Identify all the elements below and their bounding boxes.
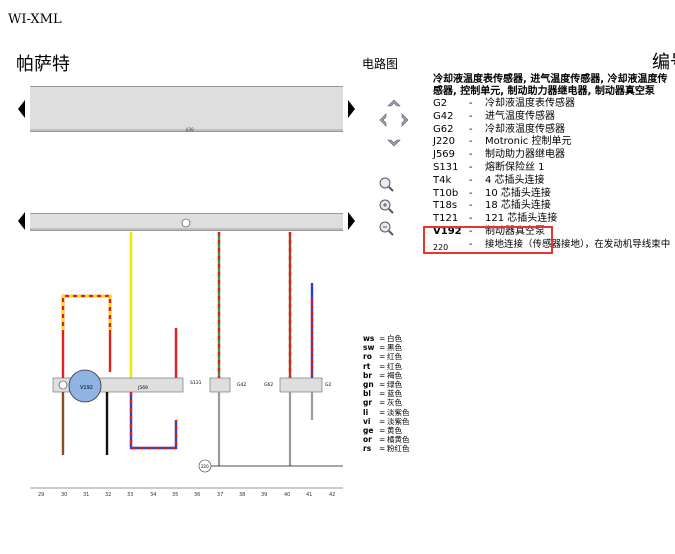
wire-red-yellow-loop — [61, 294, 112, 330]
prev-section-arrow-icon[interactable] — [18, 212, 25, 230]
legend-heading: 冷却液温度表传感器, 进气温度传感器, 冷却液温度传感器, 控制单元, 制动助力… — [433, 74, 668, 97]
circuit-diagram-label: 电路图 — [362, 57, 399, 71]
legend-item: G62-冷却液温度传感器 — [433, 123, 565, 135]
splice-point-icon — [181, 218, 191, 228]
legend-item: T18s-18 芯插头连接 — [433, 200, 551, 212]
legend-item: T121-121 芯插头连接 — [433, 213, 558, 225]
app-title: WI-XML — [8, 12, 62, 27]
column-number: 36 — [194, 492, 200, 498]
zoom-fit-icon[interactable] — [378, 198, 394, 214]
column-number: 41 — [306, 492, 312, 498]
column-number: 32 — [105, 492, 111, 498]
column-number: 33 — [127, 492, 133, 498]
wire-color-item: or=橘黄色 — [363, 435, 410, 445]
navigation-pad[interactable] — [374, 96, 414, 156]
column-numbers: 29 30 31 32 33 34 35 36 37 38 39 40 41 42 — [38, 492, 335, 498]
column-number: 37 — [217, 492, 223, 498]
column-number: 39 — [261, 492, 267, 498]
j569-label: J569 — [137, 385, 148, 391]
wire-color-item: rs=粉红色 — [363, 444, 410, 454]
next-section-arrow-icon[interactable] — [348, 212, 355, 230]
next-page-arrow-icon[interactable] — [348, 100, 355, 118]
v192-label: V192 — [80, 385, 93, 391]
legend-item: S131-熔断保险丝 1 — [433, 161, 545, 173]
legend-item-v192: V192-制动器真空泵 — [433, 225, 545, 237]
wire-color-item: vi=淡紫色 — [363, 416, 410, 426]
g42-label: G42 — [237, 382, 246, 388]
band-label: J/30 — [185, 127, 194, 132]
wire-color-item: br=褐色 — [363, 370, 402, 380]
edit-number-label: 编号 — [652, 52, 675, 73]
wire-color-item: rt=红色 — [363, 361, 402, 371]
wire-color-item: ws=白色 — [363, 334, 402, 343]
column-number: 29 — [38, 492, 44, 498]
g62-label: G62 — [264, 382, 273, 388]
pan-left-icon[interactable] — [379, 113, 387, 127]
legend-item: G2-冷却液温度表传感器 — [433, 98, 575, 109]
legend-item: G42-进气温度传感器 — [433, 110, 555, 122]
s131-label: S131 — [190, 380, 202, 386]
legend-item: T10b-10 芯插头连接 — [433, 187, 551, 199]
zoom-out-icon[interactable] — [378, 220, 394, 236]
column-number: 40 — [284, 492, 290, 498]
vehicle-model-title: 帕萨特 — [16, 54, 70, 75]
v192-motor-icon — [68, 369, 102, 403]
pan-up-icon[interactable] — [387, 99, 401, 107]
zoom-in-icon[interactable] — [378, 176, 394, 192]
pan-down-icon[interactable] — [387, 139, 401, 147]
selection-highlight-box — [423, 226, 553, 254]
wire-color-item: sw=黑色 — [363, 343, 402, 353]
wire-color-item: ro=红色 — [363, 352, 402, 362]
column-number: 30 — [61, 492, 67, 498]
pan-right-icon[interactable] — [401, 113, 409, 127]
legend-item: J569-制动助力器继电器 — [433, 149, 565, 161]
wire-color-item: bl=蓝色 — [363, 389, 402, 399]
legend-item: T4k-4 芯插头连接 — [433, 174, 545, 186]
legend-list: G2-冷却液温度表传感器 G42-进气温度传感器 G62-冷却液温度传感器 J2… — [433, 98, 670, 255]
wire-color-item: ge=黄色 — [363, 426, 402, 436]
legend-item: 220-接地连接（传感器接地），在发动机导线束中 — [433, 238, 671, 252]
legend-item: J220-Motronic 控制单元 — [433, 136, 572, 148]
ground-point-icon — [198, 459, 212, 473]
wire-color-item: li=淡紫色 — [363, 407, 410, 417]
column-number: 35 — [172, 492, 178, 498]
column-number: 38 — [239, 492, 245, 498]
wire-color-item: gr=灰色 — [363, 398, 402, 408]
g2-label: G2 — [325, 382, 331, 388]
column-number: 42 — [329, 492, 335, 498]
wire-color-item: gn=绿色 — [363, 380, 402, 390]
circuit-diagram: J/30 V192 J569 S131 G42 G62 G2 220 29 30 3… — [30, 127, 343, 498]
column-number: 31 — [83, 492, 89, 498]
column-number: 34 — [150, 492, 156, 498]
ground-label: 220 — [201, 464, 209, 469]
prev-page-arrow-icon[interactable] — [18, 100, 25, 118]
fuse-box-band — [30, 86, 343, 132]
